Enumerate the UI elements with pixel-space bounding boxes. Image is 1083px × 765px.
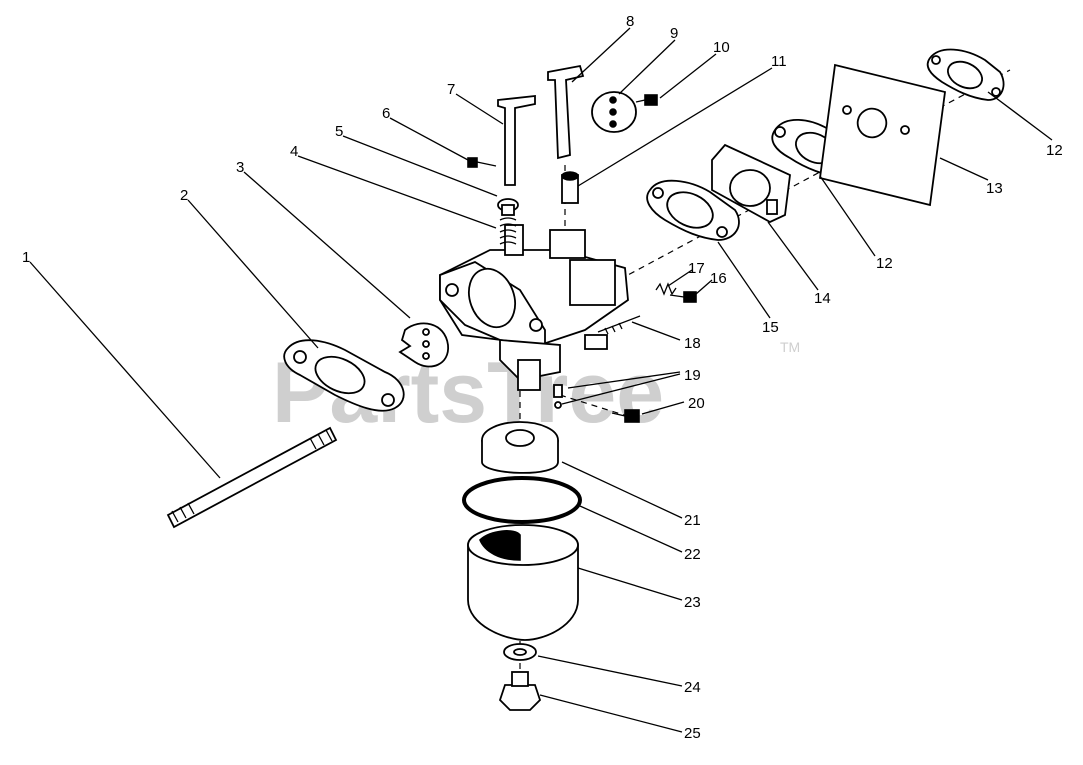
callout-2: 2 [180,187,188,204]
callout-1: 1 [22,249,30,266]
callout-22: 22 [684,546,701,563]
part-choke-shaft [547,64,585,160]
callout-4: 4 [290,143,298,160]
callout-10: 10 [713,39,730,56]
watermark-trademark: TM [780,339,800,355]
part-gasket-intake [646,179,740,241]
part-heat-shield [819,63,946,207]
part-choke-screw [635,94,658,106]
callout-25: 25 [684,725,701,742]
callout-17: 17 [688,260,705,277]
callout-12-middle: 12 [876,255,893,272]
part-gasket-flange [283,339,405,412]
part-stud [166,426,338,529]
part-throttle-shaft [497,94,536,186]
callout-15: 15 [762,319,779,336]
part-gasket-far [926,48,1005,101]
callout-8: 8 [626,13,634,30]
callout-13: 13 [986,180,1003,197]
part-o-ring [462,476,582,524]
callout-5: 5 [335,123,343,140]
part-bushing [497,198,519,216]
part-float [481,421,559,474]
part-seals [553,384,563,409]
callout-24: 24 [684,679,701,696]
callout-19: 19 [684,367,701,384]
callout-9: 9 [670,25,678,42]
part-fitting [561,171,579,204]
callout-23: 23 [684,594,701,611]
part-float-bowl [467,524,579,641]
callout-20: 20 [688,395,705,412]
part-carburetor-body [439,224,629,391]
part-throttle-plate [398,322,449,368]
part-idle-screw [669,291,697,303]
callout-12-far: 12 [1046,142,1063,159]
part-spring [499,217,517,245]
part-needle [597,315,641,335]
part-choke-plate [591,91,637,133]
leader-lines [29,27,1053,733]
callout-14: 14 [814,290,831,307]
part-spacer [711,143,791,224]
part-screw-small [467,157,497,168]
part-washer [503,643,537,661]
callout-labels: 1 2 3 4 5 6 7 8 9 10 11 12 12 13 14 15 1… [22,13,1063,742]
callout-3: 3 [236,159,244,176]
callout-7: 7 [447,81,455,98]
callout-16: 16 [710,270,727,287]
part-bowl-nut [498,671,542,711]
callout-21: 21 [684,512,701,529]
callout-11: 11 [771,53,787,70]
callout-18: 18 [684,335,701,352]
part-idle-screw-spring [655,282,677,296]
callout-6: 6 [382,105,390,122]
part-drain-screw [611,409,640,423]
